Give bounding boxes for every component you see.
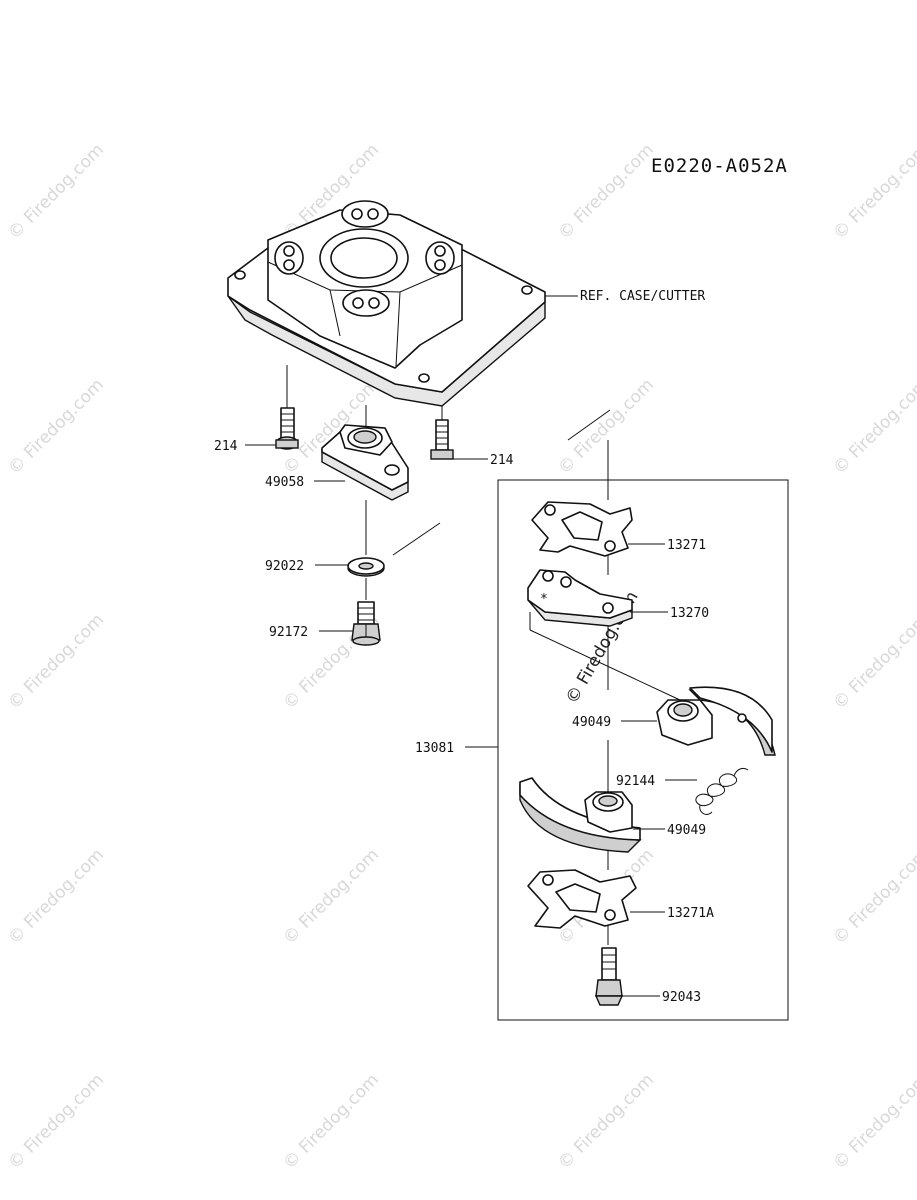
watermark: © Firedog.com <box>4 375 108 479</box>
watermark: © Firedog.com <box>829 140 917 244</box>
watermark: © Firedog.com <box>4 140 108 244</box>
bolt-214-left <box>275 407 299 450</box>
plate-13271 <box>531 501 633 557</box>
label-ref-case-cutter: REF. CASE/CUTTER <box>580 289 705 304</box>
label-214-right: 214 <box>490 453 514 468</box>
watermark: © Firedog.com <box>829 610 917 714</box>
label-92144: 92144 <box>616 774 655 789</box>
svg-text:*: * <box>540 592 548 607</box>
watermark: © Firedog.com <box>554 140 658 244</box>
watermark: © Firedog.com <box>554 375 658 479</box>
washer-92022 <box>347 557 385 577</box>
label-49058: 49058 <box>265 475 304 490</box>
case-cutter-housing <box>227 200 546 407</box>
label-49049-lower: 49049 <box>667 823 706 838</box>
bolt-214-right <box>430 419 454 460</box>
watermark: © Firedog.com <box>279 845 383 949</box>
label-13271a: 13271A <box>667 906 714 921</box>
lever-13270: * <box>527 569 633 627</box>
watermark: © Firedog.com <box>4 610 108 714</box>
watermark: © Firedog.com <box>829 375 917 479</box>
label-13270: 13270 <box>670 606 709 621</box>
shoe-49049-lower <box>519 777 642 853</box>
watermark: © Firedog.com <box>4 845 108 949</box>
label-92172: 92172 <box>269 625 308 640</box>
diagram-code: E0220-A052A <box>651 155 788 177</box>
watermark: © Firedog.com <box>4 1070 108 1174</box>
plate-13271a <box>527 869 637 929</box>
watermark: © Firedog.com <box>829 1070 917 1174</box>
label-214-left: 214 <box>214 439 238 454</box>
bracket-49058 <box>321 424 409 501</box>
shoe-49049-upper <box>656 686 776 756</box>
label-13081: 13081 <box>415 741 454 756</box>
stud-92172 <box>351 601 381 646</box>
pin-92043 <box>594 947 624 1006</box>
spring-92144 <box>695 767 749 815</box>
label-92022: 92022 <box>265 559 304 574</box>
label-49049-upper: 49049 <box>572 715 611 730</box>
label-92043: 92043 <box>662 990 701 1005</box>
watermark: © Firedog.com <box>554 1070 658 1174</box>
assembly-box-13081 <box>497 479 789 1021</box>
label-13271: 13271 <box>667 538 706 553</box>
watermark: © Firedog.com <box>279 1070 383 1174</box>
watermark: © Firedog.com <box>829 845 917 949</box>
